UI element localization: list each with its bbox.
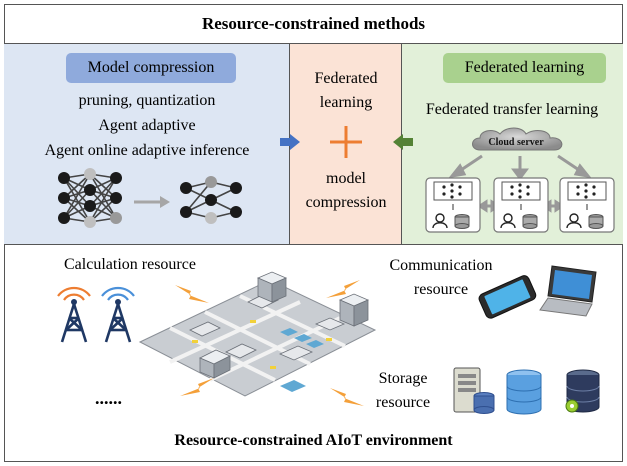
federated-learning-heading: Federated learning	[443, 53, 606, 83]
signal-bolt-icon-1	[175, 285, 209, 303]
communication-resource-line-2: resource	[413, 281, 469, 298]
city-building-2	[338, 293, 370, 327]
compression-technique-3: Agent online adaptive inference	[44, 142, 250, 159]
communication-resource-line-1: Communication	[389, 257, 493, 274]
compression-technique-2: Agent adaptive	[98, 117, 196, 134]
arrow-left-icon	[393, 134, 413, 150]
database-icon	[506, 369, 542, 415]
federated-transfer-learning-label: Federated transfer learning	[425, 101, 599, 118]
calculation-resource-label: Calculation resource	[64, 256, 196, 273]
combined-top-line-1: Federated	[314, 70, 378, 87]
arrow-right-icon	[280, 134, 300, 150]
laptop-icon	[539, 265, 597, 317]
client-node-1	[425, 177, 481, 233]
combined-top-line-2: learning	[319, 94, 373, 111]
model-compression-heading: Model compression	[66, 53, 236, 83]
combined-bottom-line-2: compression	[305, 194, 387, 211]
full-neural-network-icon	[58, 168, 122, 228]
storage-resource-line-1: Storage	[378, 370, 428, 387]
smartphone-icon	[478, 275, 537, 319]
city-building-3	[199, 349, 231, 379]
signal-bolt-icon-2	[326, 280, 360, 298]
server-database-icon	[453, 367, 495, 414]
pruned-neural-network-icon	[180, 176, 242, 224]
section-divider	[4, 244, 623, 245]
database-settings-icon	[565, 369, 600, 413]
plus-icon	[330, 126, 362, 158]
city-vehicles	[192, 320, 332, 369]
client-node-2	[493, 177, 549, 233]
federated-clients-diagram	[425, 154, 615, 233]
combined-bottom-line-1: model	[326, 170, 366, 187]
environment-title: Resource-constrained AIoT environment	[174, 432, 453, 449]
smart-city-illustration	[138, 271, 377, 397]
compression-technique-1: pruning, quantization	[78, 92, 216, 109]
figure-title: Resource-constrained methods	[4, 4, 623, 44]
cell-tower-icon-2	[101, 286, 135, 343]
cloud-server-icon: Cloud server	[472, 127, 563, 151]
signal-bolt-icon-4	[330, 388, 364, 406]
ellipsis: ......	[95, 388, 122, 408]
signal-bolt-icon-3	[180, 378, 214, 396]
storage-resource-line-2: resource	[375, 394, 431, 411]
compression-arrow-icon	[134, 196, 170, 208]
city-pools	[280, 328, 324, 392]
cell-tower-icon-1	[57, 286, 91, 343]
client-node-3	[559, 177, 615, 233]
city-building-1	[256, 271, 288, 303]
cloud-server-label: Cloud server	[488, 137, 544, 148]
